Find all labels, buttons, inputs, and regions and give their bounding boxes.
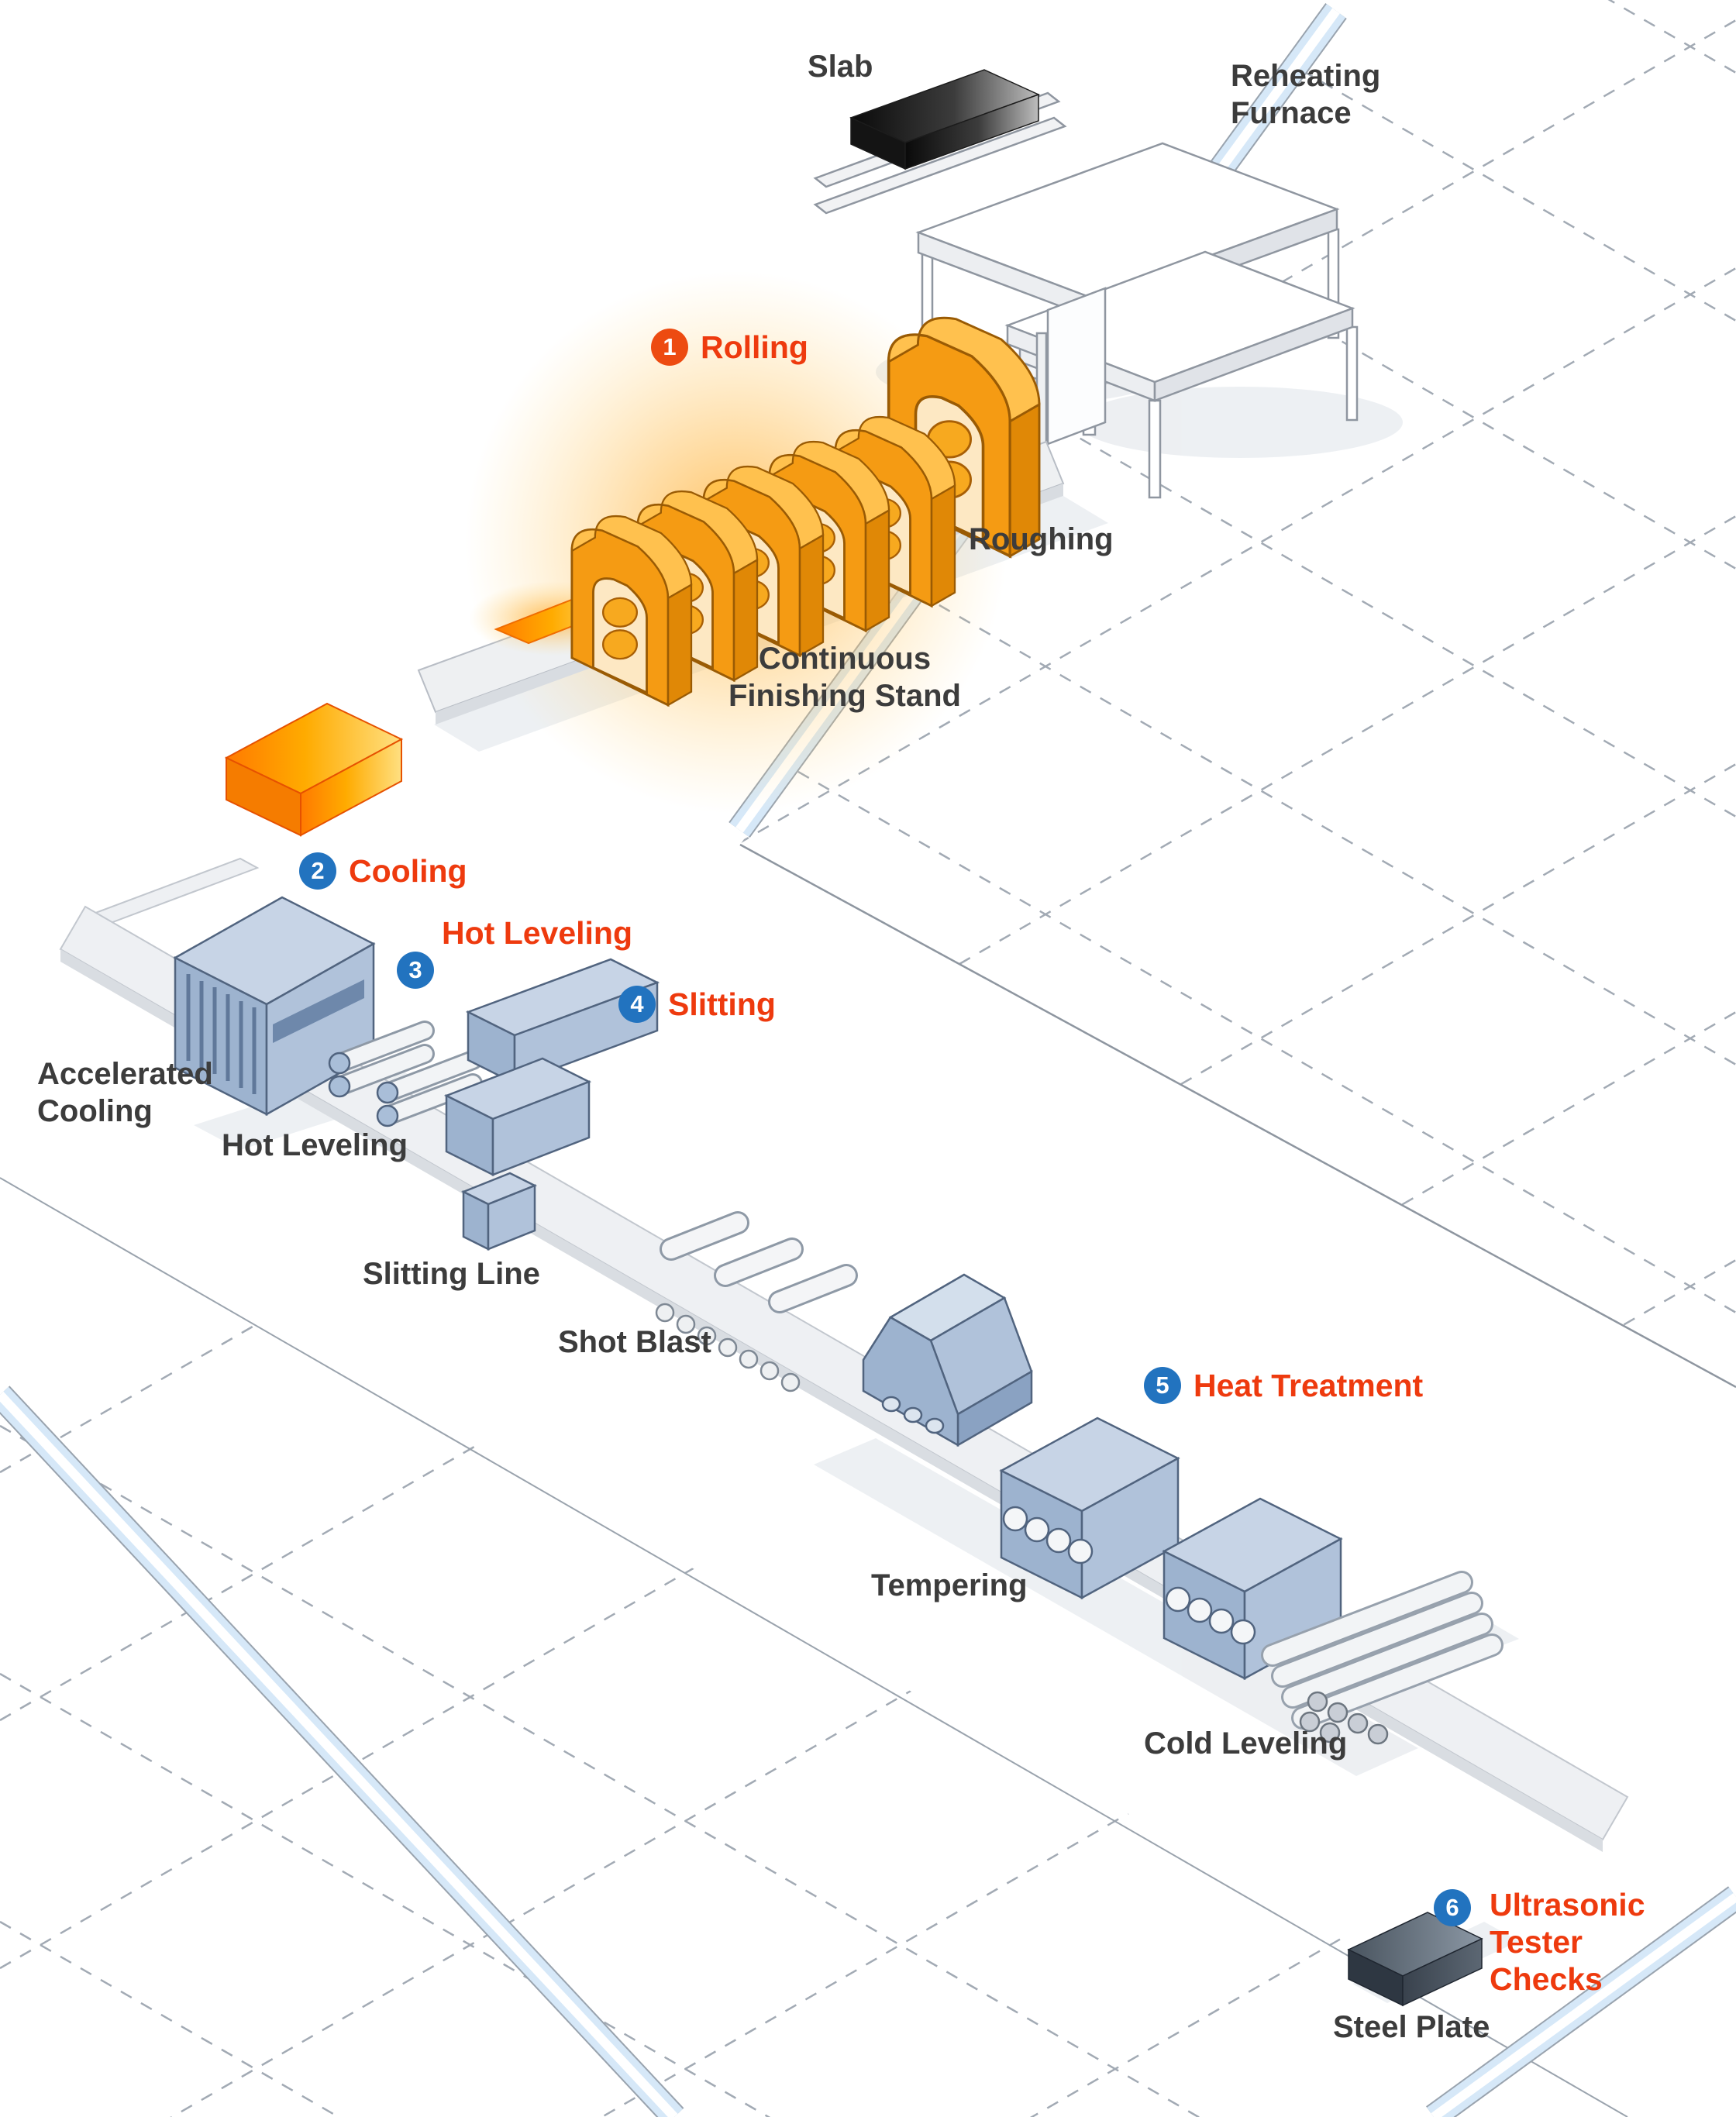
slitting-line-label: Slitting Line	[363, 1257, 540, 1291]
step-2-badge: 2	[299, 852, 336, 890]
step-5-label: Heat Treatment	[1194, 1368, 1424, 1403]
roughing-label: Roughing	[969, 522, 1114, 556]
step-6-label: Ultrasonic Tester Checks	[1490, 1887, 1645, 1997]
shot-blast-label: Shot Blast	[558, 1325, 711, 1359]
slitting-line-unit	[460, 1172, 538, 1251]
accelerated-cooling-label: Accelerated Cooling	[37, 1057, 213, 1128]
step-1-badge: 1	[651, 329, 688, 366]
steel-plate-label: Steel Plate	[1333, 2010, 1490, 2044]
step-5-badge: 5	[1144, 1367, 1181, 1404]
hot-leveling-label: Hot Leveling	[222, 1128, 408, 1162]
cold-leveler	[1261, 1571, 1504, 1745]
shot-blast-unit	[655, 1211, 858, 1392]
step-4-badge: 4	[618, 986, 656, 1023]
hot-slab	[224, 702, 404, 837]
cold-leveling-label: Cold Leveling	[1144, 1726, 1348, 1761]
step-4-label: Slitting	[668, 986, 776, 1022]
heat-treatment-furnace	[862, 1273, 1033, 1447]
step-2-label: Cooling	[349, 853, 467, 889]
step-6-badge: 6	[1434, 1889, 1471, 1926]
grid-upper-boundary	[739, 843, 1736, 1389]
steel-plate-block	[1347, 1912, 1483, 2007]
hot-leveler-rollers	[328, 1021, 483, 1127]
slitting-machine	[443, 958, 660, 1177]
accelerated-cooling-machine	[173, 896, 376, 1117]
continuous-finishing-stand-label: Continuous Finishing Stand	[728, 642, 961, 713]
road-stripe-lower-left	[0, 1386, 684, 2117]
reheating-furnace-label: Reheating Furnace	[1231, 59, 1381, 130]
tempering-furnace	[999, 1416, 1180, 1600]
slab-label: Slab	[808, 50, 873, 84]
road-stripe-lower-right	[1425, 1886, 1736, 2117]
step-3-badge: 3	[397, 952, 434, 989]
step-3-label: Hot Leveling	[442, 915, 633, 951]
slab-block	[849, 69, 1040, 170]
tempering-furnace-2	[1162, 1497, 1343, 1681]
step-1-label: Rolling	[701, 329, 808, 365]
tempering-label: Tempering	[871, 1568, 1028, 1602]
